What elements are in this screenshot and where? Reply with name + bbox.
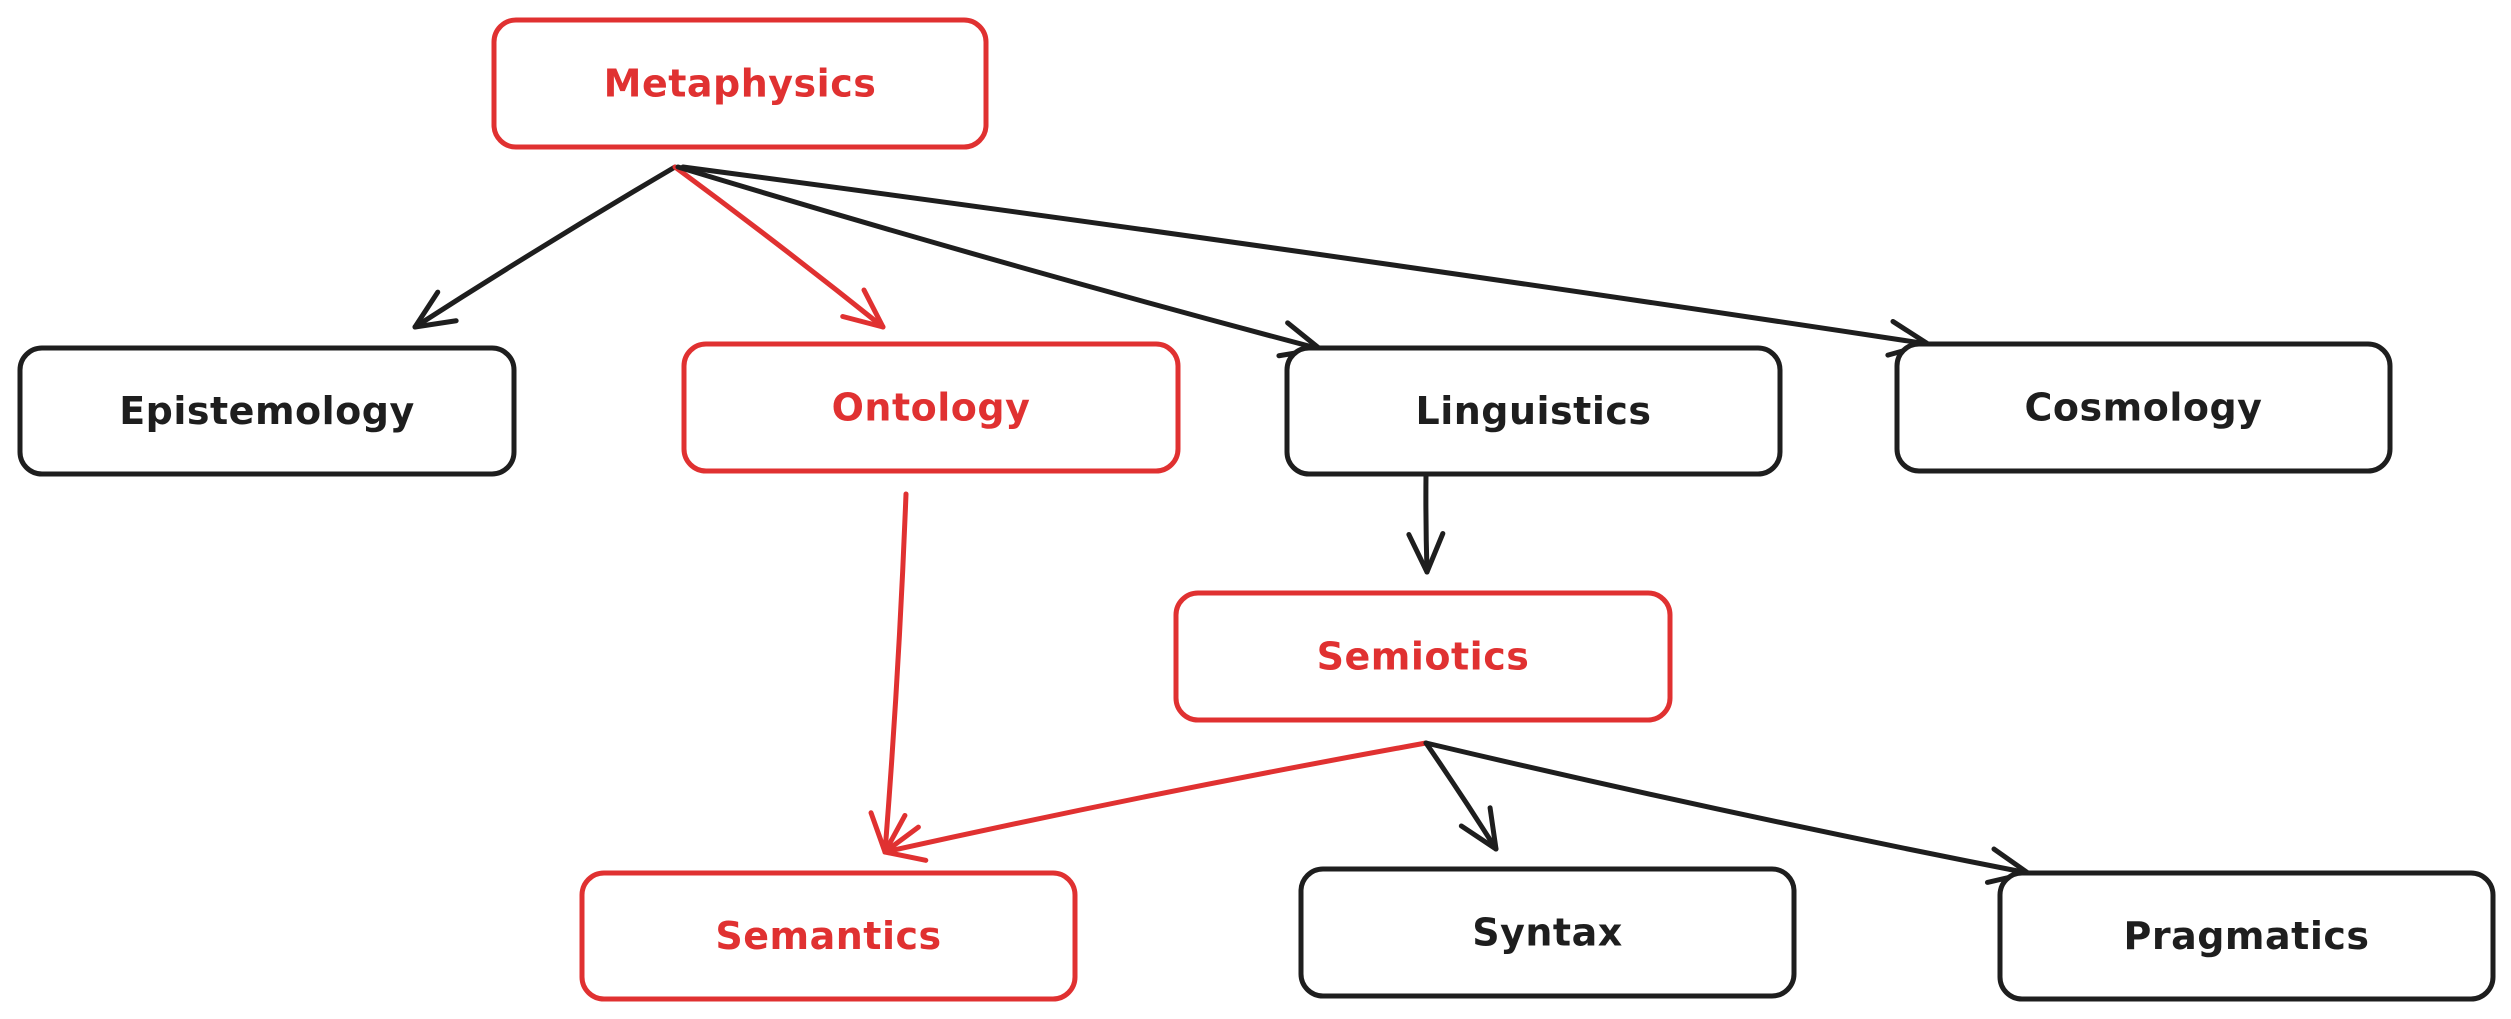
edge-line <box>882 491 909 855</box>
edge-semiotics-to-pragmatics[interactable] <box>1423 740 2031 885</box>
arrowhead-icon <box>840 287 886 330</box>
node-cosmology[interactable]: Cosmology <box>1894 341 2393 474</box>
node-box <box>1997 870 2496 1002</box>
node-box <box>681 341 1181 474</box>
node-box <box>491 17 989 150</box>
node-ontology[interactable]: Ontology <box>681 341 1181 474</box>
edge-line <box>1423 471 1430 575</box>
node-box <box>1298 866 1797 999</box>
edge-line <box>672 164 886 330</box>
edge-line <box>675 164 1323 352</box>
node-label: Linguistics <box>1415 389 1651 433</box>
node-syntax[interactable]: Syntax <box>1298 866 1797 999</box>
edge-metaphysics-to-cosmology[interactable] <box>680 164 1931 358</box>
node-label: Syntax <box>1472 911 1623 955</box>
edge-metaphysics-to-epistemology[interactable] <box>412 164 678 330</box>
edge-line <box>882 740 1429 855</box>
edge-semiotics-to-semantics[interactable] <box>882 740 1429 863</box>
node-box <box>17 345 517 477</box>
edge-semiotics-to-syntax[interactable] <box>1423 740 1499 852</box>
node-label: Metaphysics <box>604 62 877 106</box>
arrowhead-icon <box>412 289 459 330</box>
edge-line <box>412 164 678 330</box>
edge-metaphysics-to-linguistics[interactable] <box>675 164 1323 359</box>
node-box <box>1173 590 1673 723</box>
node-epistemology[interactable]: Epistemology <box>17 345 517 477</box>
node-semiotics[interactable]: Semiotics <box>1173 590 1673 723</box>
node-label: Semantics <box>715 914 941 958</box>
edge-linguistics-to-semiotics[interactable] <box>1406 471 1446 575</box>
node-label: Cosmology <box>2025 386 2263 430</box>
node-semantics[interactable]: Semantics <box>579 870 1078 1002</box>
edge-line <box>1423 740 1499 852</box>
arrowhead-icon <box>1406 531 1446 575</box>
node-metaphysics[interactable]: Metaphysics <box>491 17 989 150</box>
node-linguistics[interactable]: Linguistics <box>1284 345 1783 477</box>
edge-metaphysics-to-ontology[interactable] <box>672 164 886 330</box>
node-box <box>1284 345 1783 477</box>
edges-layer <box>412 164 2031 885</box>
edge-ontology-to-semantics[interactable] <box>868 491 909 855</box>
node-box <box>1894 341 2393 474</box>
node-label: Epistemology <box>119 389 415 433</box>
node-box <box>579 870 1078 1002</box>
node-label: Semiotics <box>1317 635 1530 679</box>
node-pragmatics[interactable]: Pragmatics <box>1997 870 2496 1002</box>
arrowhead-icon <box>882 824 929 863</box>
edge-line <box>680 164 1931 347</box>
node-label: Ontology <box>832 386 1031 430</box>
arrowhead-icon <box>1458 805 1499 852</box>
node-label: Pragmatics <box>2123 914 2369 958</box>
edge-line <box>1423 740 2031 876</box>
